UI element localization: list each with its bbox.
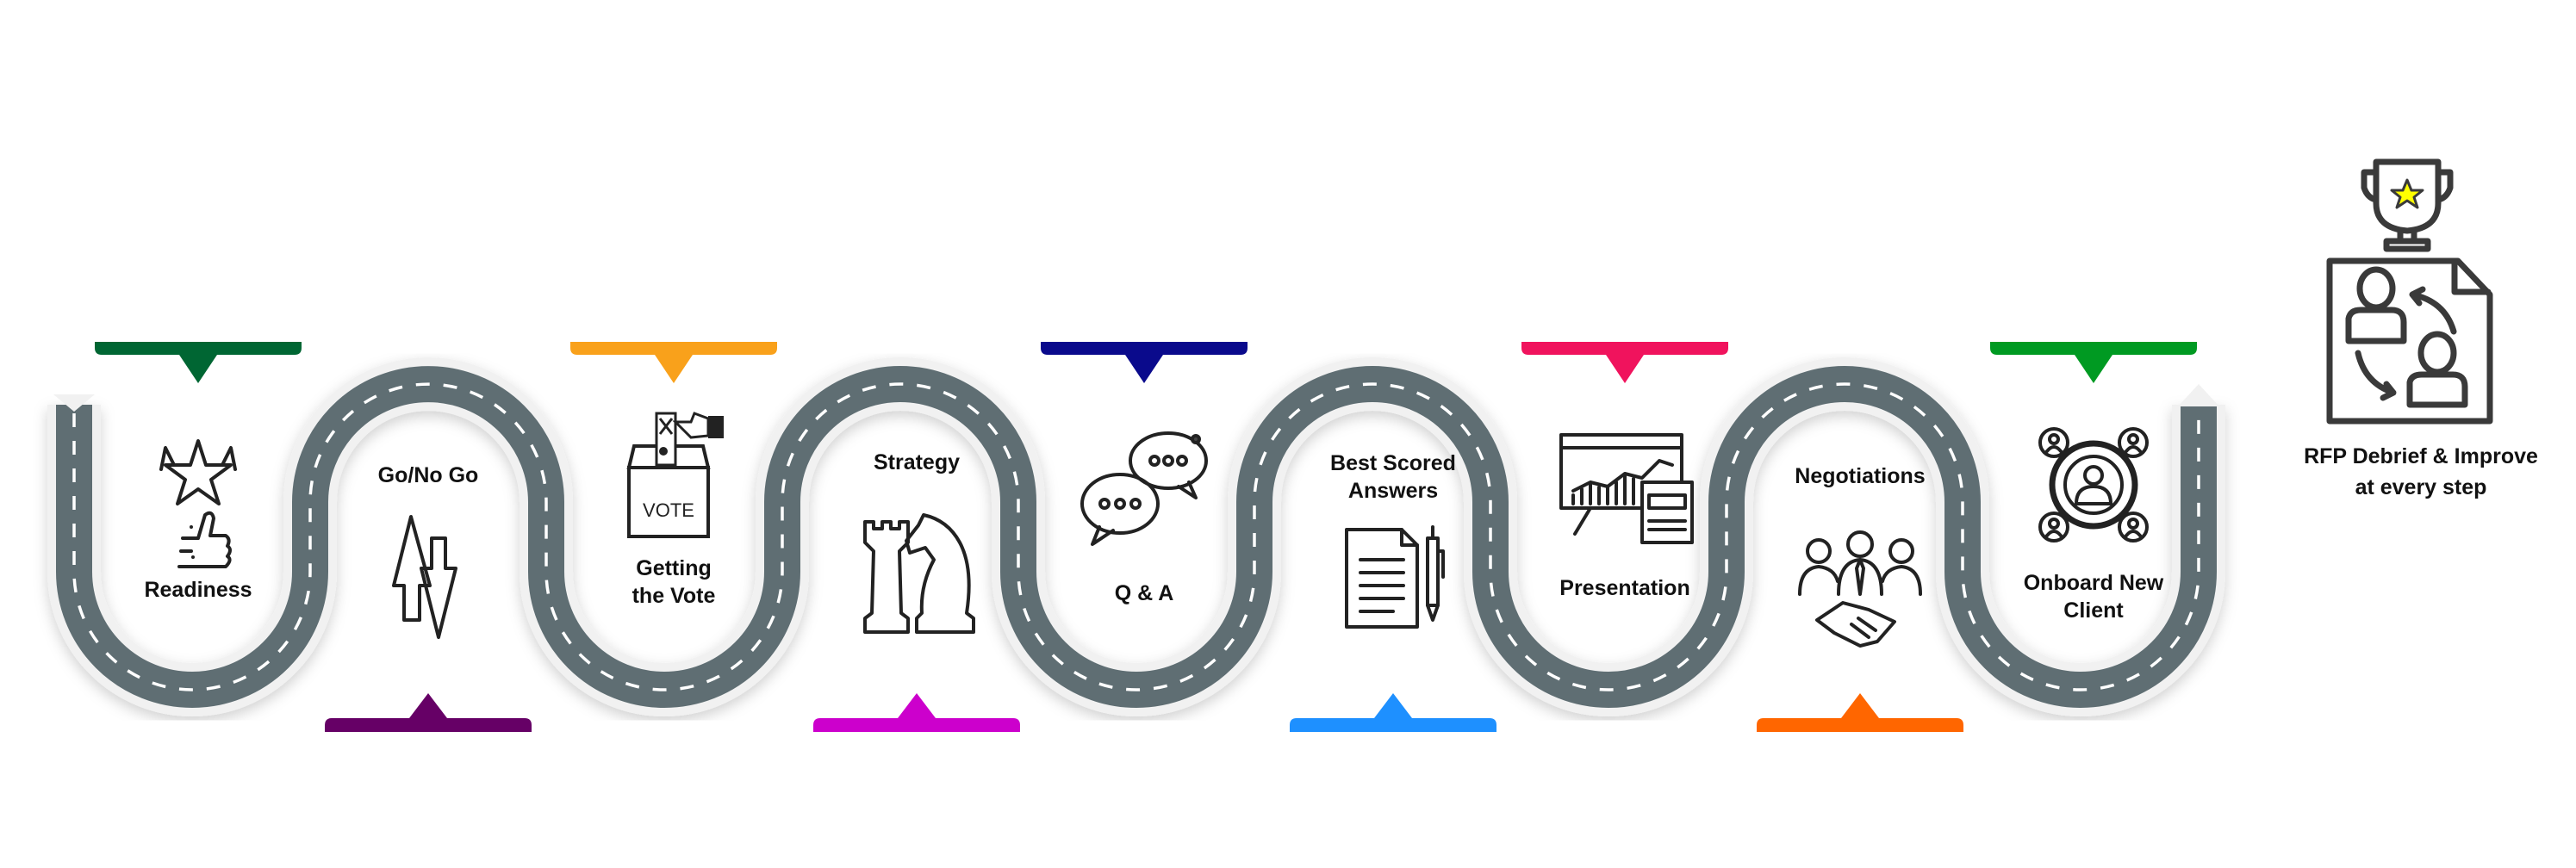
step-label: Strategy [874,450,960,474]
debrief-document-icon [2326,257,2493,425]
step-label: the Vote [632,584,716,608]
step-marker-9 [1990,342,2197,383]
road-start-notch [53,394,95,412]
step-label: Client [2063,598,2124,623]
trophy-star [2390,178,2424,209]
chess-pieces-icon [863,513,975,634]
step-label: Negotiations [1795,464,1925,488]
step-marker-6 [1290,693,1496,732]
final-label-line-2: at every step [2355,475,2487,499]
step-label: Presentation [1559,576,1689,600]
step-label: Getting [636,556,712,580]
road-lane-dashes [72,382,2200,691]
ballot-box-vote-text: VOTE [643,499,694,521]
document-pen-icon [1345,525,1445,629]
step-marker-3 [570,342,777,383]
step-marker-1 [95,342,302,383]
step-marker-8 [1757,693,1963,732]
step-label: Best Scored [1330,451,1456,475]
step-marker-2 [325,693,532,732]
step-label: Q & A [1115,581,1174,605]
step-label: Answers [1348,479,1438,503]
step-marker-4 [813,693,1020,732]
winding-road [47,357,2225,716]
step-marker-7 [1521,342,1728,383]
step-label: Readiness [144,578,252,602]
road-surface [56,366,2217,708]
client-network-icon [2038,427,2149,542]
ballot-box-icon: VOTE [626,412,724,538]
trophy-icon [2361,158,2454,252]
up-down-arrows-icon [392,515,457,639]
road-end-arrow [2178,384,2219,406]
stars-thumbs-up-icon [159,439,237,568]
step-label: Onboard New [2024,571,2164,595]
step-label: Go/No Go [378,463,479,487]
final-label-line-1: RFP Debrief & Improve [2304,444,2538,468]
presentation-board-icon [1559,433,1694,544]
chat-bubbles-icon [1080,431,1208,546]
step-marker-5 [1041,342,1248,383]
handshake-team-icon [1798,530,1922,648]
